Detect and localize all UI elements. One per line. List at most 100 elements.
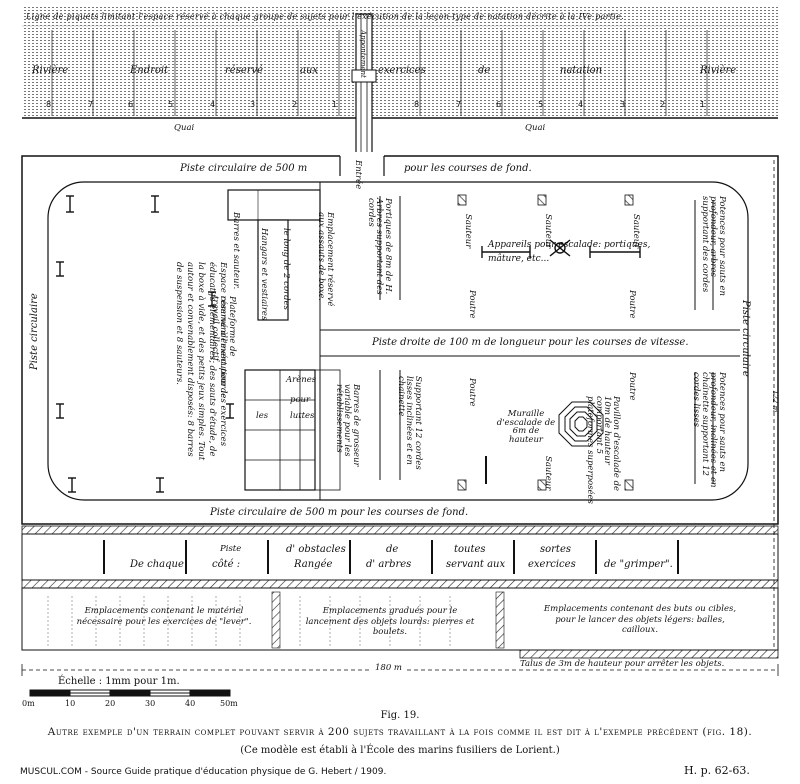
pontoon-label: Appontement (359, 30, 367, 78)
escalade-apparatus (481, 239, 641, 258)
river-word-4: aux (300, 65, 319, 76)
scale-label: Échelle : 1mm pour 1m. (58, 676, 180, 687)
poutre-label-1: Poutre (467, 290, 477, 319)
river-word-2: Endroit (130, 65, 169, 76)
river-number: 4 (578, 100, 584, 109)
grimper-word-7: d' arbres (366, 559, 412, 570)
sauteur-blocks (457, 194, 634, 491)
piste-left-label: Piste circulaire (29, 293, 40, 370)
grimper-word-11: exercices (528, 559, 576, 570)
piste-right-label: Piste circulaire (740, 300, 751, 377)
caption-line-2: (Ce modèle est établi à l'École des mari… (240, 745, 560, 756)
portiques (379, 196, 401, 480)
plateforme-label: Plateforme de commandement pour le trava… (210, 296, 237, 399)
river-number: 6 (128, 100, 134, 109)
arenes-grid (244, 369, 341, 491)
arenes-label-2: pour (290, 395, 311, 405)
appareils-label: Appareils pour escalade: portiques, mâtu… (488, 240, 651, 265)
emplacement-assauts-label: Emplacement réservé aux assauts de boxe. (316, 212, 336, 307)
potences-bottom-label: Potences pour sauts en profondeur, incli… (691, 372, 728, 488)
suspension-bars (56, 195, 234, 493)
poutre-label-3: Poutre (467, 378, 477, 407)
potences-top (694, 200, 714, 310)
sauteur-label-2: Sauteur (543, 214, 553, 249)
scale-tick: 0m (22, 699, 35, 708)
quai-left: Quai (174, 123, 195, 133)
piste-bottom-label: Piste circulaire de 500 m pour les cours… (210, 507, 469, 518)
poutre-label-2: Poutre (627, 290, 637, 319)
river-number: 6 (496, 100, 502, 109)
river-number: 2 (292, 100, 298, 109)
river-number: 5 (168, 100, 174, 109)
grimper-word-8: toutes (454, 544, 486, 555)
lancer-band (21, 587, 779, 659)
portiques-label: Portiques de 8m de H. Arbres supportant … (366, 198, 393, 295)
grimper-band (21, 525, 779, 589)
quai-right: Quai (525, 123, 546, 133)
river-word-8: Rivière (700, 65, 737, 76)
river-word-6: de (478, 65, 491, 76)
figure-number: Fig. 19. (380, 710, 420, 721)
talus-label: Talus de 3m de hauteur pour arrêter les … (520, 659, 725, 669)
arenes-label-4: luttes (290, 411, 315, 421)
grimper-word-10: sortes (540, 544, 572, 555)
barres-grosseur-label: Barres de grosseur variable pour les rét… (334, 384, 361, 467)
supportant-label: Supportant 12 cordes lisses inclinées et… (396, 376, 423, 470)
pavillon-octagon (558, 401, 604, 447)
potences-bottom (694, 372, 714, 484)
arenes-label-3: les (256, 411, 269, 421)
grimper-word-1: De chaque (130, 559, 184, 570)
grimper-word-6: de (386, 544, 399, 555)
potences-top-label: Potences pour sauts en profondeur, arbre… (700, 196, 727, 296)
river-word-7: natation (560, 65, 603, 76)
dims-horizontal-label: 180 m (372, 664, 405, 673)
grimper-word-5: Rangée (294, 559, 333, 570)
scale-tick: 50m (220, 699, 238, 708)
sauteur-label-1: Sauteur (463, 214, 473, 249)
scale-ticks: 0m 10 20 30 40 50m (0, 699, 300, 711)
river-word-3: réservé (225, 65, 264, 76)
river-number: 7 (456, 100, 462, 109)
lancer-block-3: Emplacements contenant des buts ou cible… (543, 604, 737, 636)
sauteur-label-4: Sauteur (543, 456, 553, 491)
grimper-word-2: Piste (220, 544, 242, 554)
grimper-word-3: côté : (212, 559, 241, 570)
cordes-label: le long de 2 cordes (281, 228, 291, 310)
hangars-building (227, 189, 321, 321)
lancer-block-1: Emplacements contenant le matériel néces… (76, 606, 252, 627)
grimper-word-9: servant aux (446, 559, 506, 570)
river-number: 3 (620, 100, 626, 109)
arenes-label-1: Arènes (286, 375, 317, 385)
scale-tick: 20 (105, 699, 116, 708)
pavillon-label: Pavillon d'escalade de 10m de hauteur co… (585, 396, 622, 504)
lancer-block-2: Emplacements gradués pour le lancement d… (305, 606, 475, 638)
river-number: 5 (538, 100, 544, 109)
muraille-label: Muraille d'escalade de 6m de hauteur (496, 409, 556, 445)
sauteur-label-3: Sauteur (631, 214, 641, 249)
river-word-1: Rivière (32, 65, 69, 76)
grimper-word-4: d' obstacles (286, 544, 346, 555)
source-credit: MUSCUL.COM - Source Guide pratique d'édu… (20, 767, 387, 777)
scale-tick: 40 (185, 699, 196, 708)
scale-tick: 30 (145, 699, 156, 708)
hangars-label: Hangars et vestiaires (259, 228, 269, 321)
river-number: 4 (210, 100, 216, 109)
river-number: 8 (46, 100, 52, 109)
entree-label: Entrée (353, 160, 363, 190)
river-band (22, 6, 778, 155)
grimper-word-12: de "grimper". (604, 559, 673, 570)
river-numbers: 8 7 6 5 4 3 2 1 8 7 6 5 4 3 2 1 (0, 100, 800, 112)
barres-sauteur-label: Barres et sauteur. (231, 212, 241, 290)
piste-top-right-label: pour les courses de fond. (404, 163, 532, 174)
river-number: 7 (88, 100, 94, 109)
scale-tick: 10 (65, 699, 76, 708)
scale-bar (29, 689, 231, 697)
caption-line-1: Autre exemple d'un terrain complet pouva… (47, 726, 753, 738)
river-number: 3 (250, 100, 256, 109)
river-number: 1 (332, 100, 338, 109)
river-word-5: exercices (378, 65, 426, 76)
river-number: 8 (414, 100, 420, 109)
poutre-label-4: Poutre (627, 372, 637, 401)
page-reference: H. p. 62-63. (684, 764, 750, 777)
field-frame (21, 152, 779, 525)
